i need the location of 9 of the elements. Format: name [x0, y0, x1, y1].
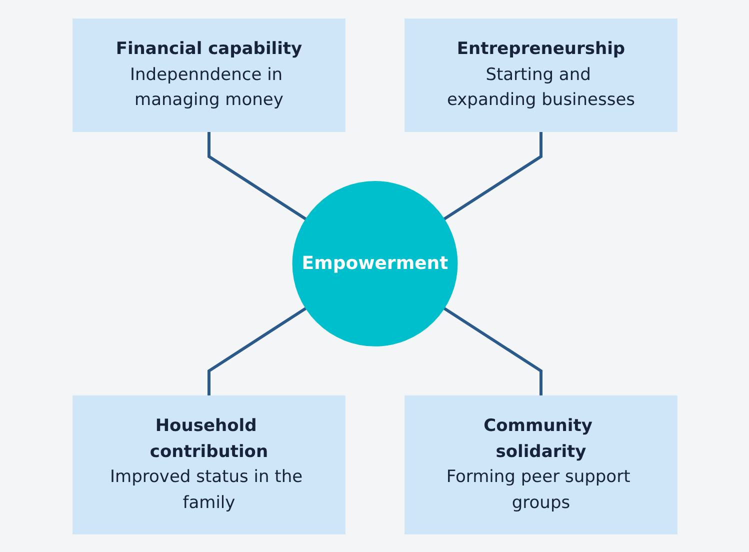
node-box: Community solidarity Forming peer support groups — [404, 394, 677, 534]
node-box: Financial capability Indepenndence in managing money — [72, 18, 345, 132]
node-box: Entrepreneurship Starting and expanding businesses — [404, 18, 677, 132]
connector — [442, 131, 542, 220]
connector — [442, 306, 542, 396]
connector — [207, 131, 306, 220]
connector — [207, 306, 306, 396]
node-circle: Empowerment — [292, 180, 458, 346]
node-box: Household contribution Improved status in the family — [72, 394, 345, 534]
